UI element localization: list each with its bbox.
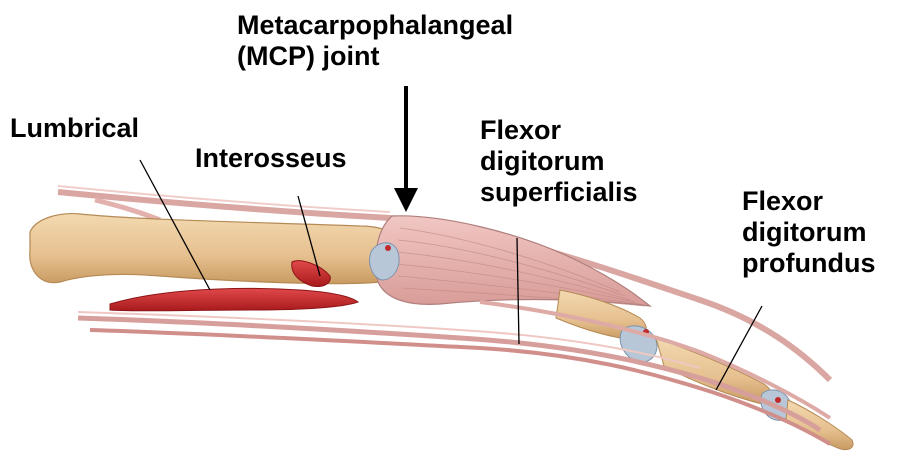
label-fdp-line-3: profundus bbox=[742, 248, 875, 279]
label-fds-line-1: Flexor bbox=[480, 115, 638, 146]
label-fds-line-3: superficialis bbox=[480, 177, 638, 208]
label-fdp: Flexor digitorum profundus bbox=[742, 186, 875, 279]
label-lumbrical: Lumbrical bbox=[10, 113, 139, 144]
label-fds-line-2: digitorum bbox=[480, 146, 638, 177]
label-mcp-joint: Metacarpophalangeal (MCP) joint bbox=[237, 10, 513, 72]
label-interosseus: Interosseus bbox=[195, 143, 347, 174]
label-mcp-line-2: (MCP) joint bbox=[237, 41, 513, 72]
label-interosseus-text: Interosseus bbox=[195, 143, 347, 174]
label-fds: Flexor digitorum superficialis bbox=[480, 115, 638, 208]
lumbrical-muscle bbox=[110, 288, 358, 311]
label-mcp-line-1: Metacarpophalangeal bbox=[237, 10, 513, 41]
mcp-arrow-head bbox=[394, 188, 418, 212]
label-lumbrical-text: Lumbrical bbox=[10, 113, 139, 144]
label-fdp-line-2: digitorum bbox=[742, 217, 875, 248]
metacarpal-bone bbox=[30, 214, 403, 284]
label-fdp-line-1: Flexor bbox=[742, 186, 875, 217]
